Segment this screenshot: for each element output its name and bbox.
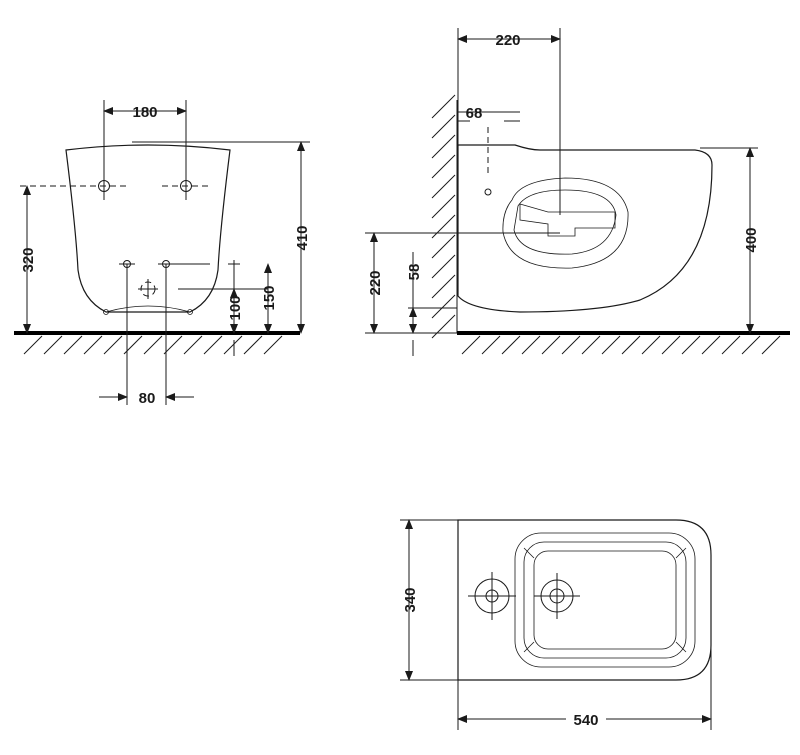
waste-hole-top [534,573,580,619]
dim-length: 540 [573,712,598,729]
top-view: 340 540 [400,519,712,730]
dim-outlet-spacing: 80 [139,390,156,407]
wall-hatching [431,94,456,339]
side-view: 220 68 400 220 58 [365,28,790,356]
bowl-outer-rim [514,532,696,668]
dim-tap-spacing: 180 [132,104,157,121]
bidet-side-outline [457,144,713,313]
floor-hatching-side [461,335,781,355]
waste-marker [138,279,158,299]
dim-pipe-height: 58 [406,264,423,281]
tap-hole-top [468,572,516,620]
tap-hole-side [484,188,492,196]
dim-fixing-height: 220 [367,270,384,295]
dim-waste-height: 150 [261,285,278,310]
floor-hatching [23,335,283,355]
bowl-inner-outline [502,177,629,269]
dim-fixing-center: 220 [495,32,520,49]
dim-height-total: 410 [294,225,311,250]
dim-width: 340 [402,587,419,612]
rim-detail [519,203,616,237]
dim-wall-offset: 68 [466,105,483,122]
dim-outlet-height: 100 [227,295,244,320]
bidet-front-base-curve [105,305,191,313]
front-view: 180 410 320 150 100 80 [14,100,311,407]
dim-bowl-height: 400 [743,227,760,252]
bidet-front-outline [65,144,231,313]
dim-tap-height: 320 [20,247,37,272]
